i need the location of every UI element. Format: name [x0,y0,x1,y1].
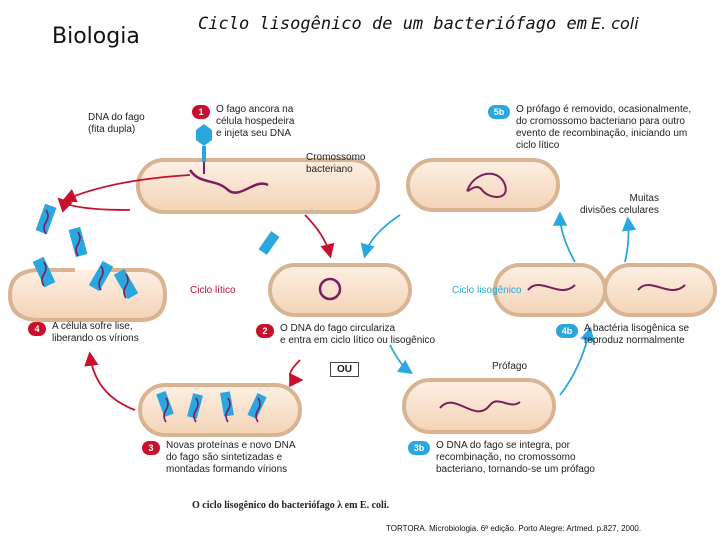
step-badge: 3b [408,441,430,455]
cell-step3 [138,383,302,437]
arrow-step3-to-4 [84,351,136,411]
lytic-cycle-label: Ciclo lítico [190,285,236,296]
arrow-step2-to-3b [389,344,413,375]
cell-divisions-label: Muitas divisões celulares [580,193,659,216]
subject-label: Biologia [52,24,140,49]
phage-dna-label: DNA do fago (fita dupla) [88,112,145,135]
cell-lysed [7,203,168,322]
arrow-divisions [621,216,637,263]
cell-step4b-b [603,263,717,317]
arrow-4b-up [552,211,576,263]
or-box: OU [330,362,359,377]
step-badge: 4b [556,324,578,338]
step-text: A célula sofre lise, liberando os vírion… [52,321,139,344]
step-3b: 3b O DNA do fago se integra, por recombi… [408,440,595,476]
title-species: E. coli [590,14,639,33]
arrow-lytic-return [61,174,191,203]
step-text: O prófago é removido, ocasionalmente, do… [516,104,692,151]
step-text: O DNA do fago circulariza e entra em cic… [280,323,436,346]
step-text: Novas proteínas e novo DNA do fago são s… [166,440,296,475]
step-2: 2 O DNA do fago circulariza e entra em c… [256,323,435,347]
step-badge: 2 [256,324,274,338]
arrow-step1-to-2 [304,214,335,259]
chromosome-label: Cromossomo bacteriano [306,152,366,175]
step-3: 3 Novas proteínas e novo DNA do fago são… [142,440,296,476]
cell-step3b [402,378,556,434]
cell-step2 [268,263,412,317]
lysogenic-cycle-label: Ciclo lisogênico [452,285,522,296]
figure-caption: O ciclo lisogênico do bacteriófago λ em … [192,500,390,511]
step-4b: 4b A bactéria lisogênica se reproduz nor… [556,323,689,347]
cell-step5b [406,158,560,212]
cell-step1 [136,158,380,214]
step-text: O fago ancora na célula hospedeira e inj… [216,104,295,139]
arrow-lytic-1 [57,197,131,213]
step-4: 4 A célula sofre lise, liberando os víri… [28,321,139,345]
step-badge: 5b [488,105,510,119]
step-5b: 5b O prófago é removido, ocasionalmente,… [488,104,691,152]
step-badge: 4 [28,322,46,336]
arrow-step2-to-3 [289,359,304,388]
title-main: Ciclo lisogênico de um bacteriófago em [198,14,587,34]
arrow-3b-to-4b [559,326,595,396]
phage-attached [196,124,212,174]
step-text: A bactéria lisogênica se reproduz normal… [584,323,690,346]
step-badge: 1 [192,105,210,119]
prophage-label: Prófago [492,361,528,372]
step-badge: 3 [142,441,160,455]
step-1: 1 O fago ancora na célula hospedeira e i… [192,104,294,140]
step-text: O DNA do fago se integra, por recombinaç… [436,440,595,475]
arrow-5b-to-2 [360,214,401,259]
free-phage [258,231,280,255]
reference-citation: TORTORA. Microbiologia. 6ª edição. Porto… [386,524,642,533]
